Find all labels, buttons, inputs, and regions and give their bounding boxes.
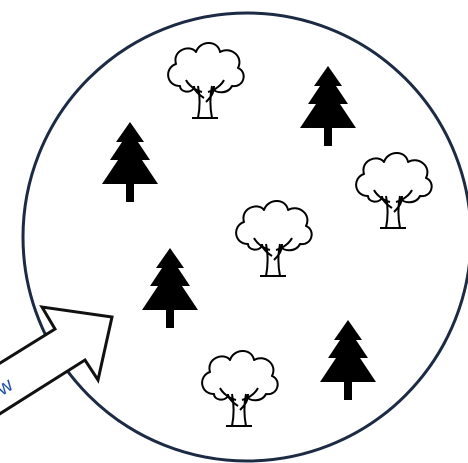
forest-circle-diagram: w (0, 0, 468, 463)
